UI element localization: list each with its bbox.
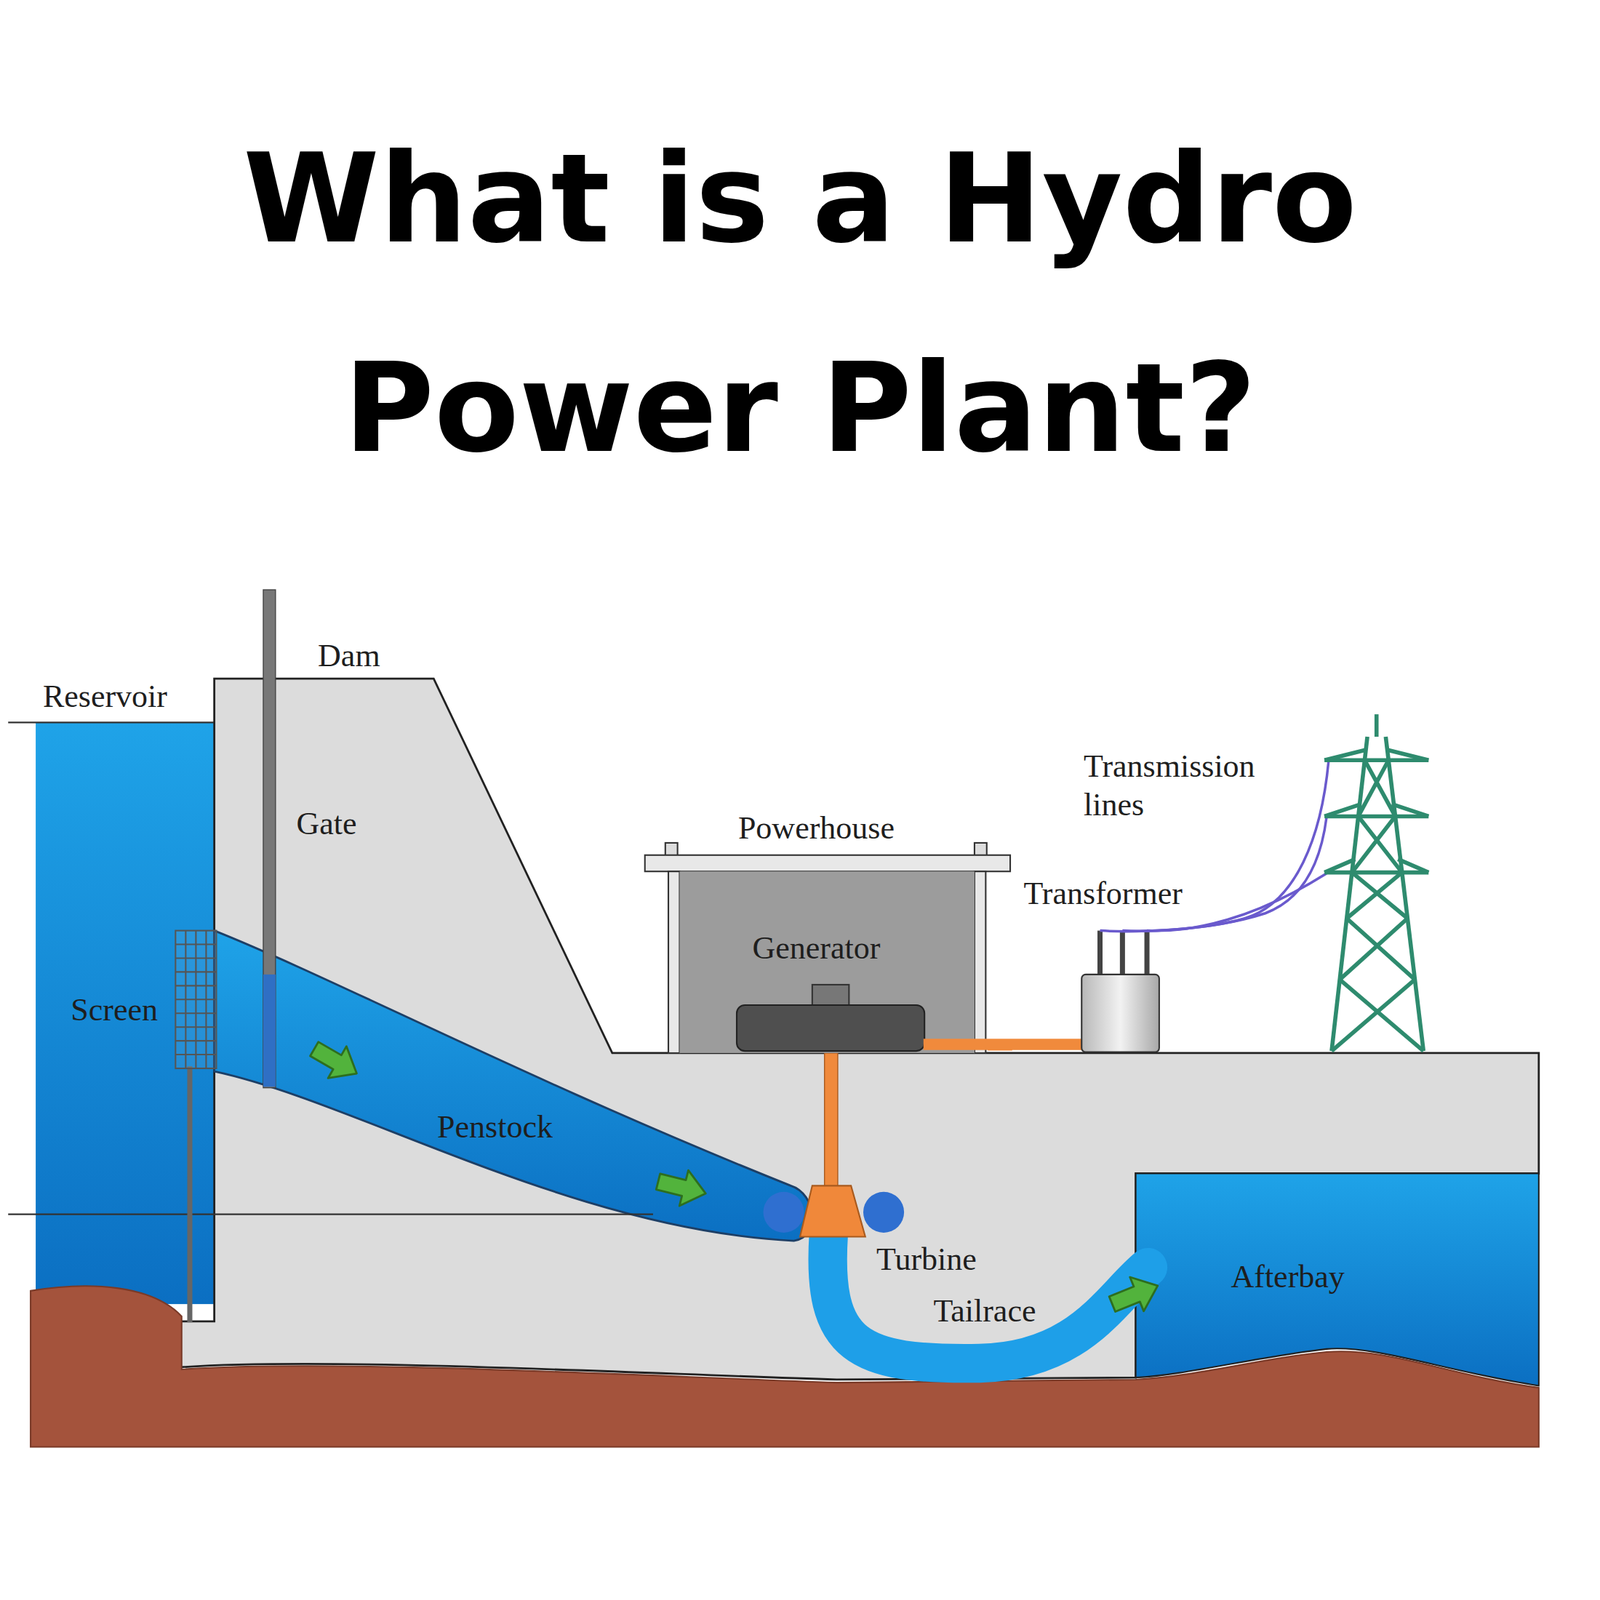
screen-grid: [175, 998, 216, 1000]
node-heading: Powerhouse: [738, 809, 895, 848]
screen-grid: [175, 1040, 216, 1042]
transmission-tower: [1385, 736, 1424, 1051]
transmission-tower: [1364, 760, 1395, 816]
flow-arrow: [653, 1163, 711, 1211]
gate-blade: [263, 974, 276, 1087]
dam-structure: [178, 678, 1539, 1380]
part-label: Gate: [296, 805, 357, 844]
flow-arrow: [305, 1032, 367, 1089]
transmission-tower: [1324, 814, 1429, 819]
ground: [30, 1285, 1539, 1447]
transmission-tower: [1324, 858, 1355, 872]
part-label: Tailrace: [933, 1292, 1036, 1331]
part-label: Dam: [317, 637, 381, 676]
transformer-bushing: [1144, 930, 1150, 976]
screen-grid: [175, 1026, 216, 1028]
screen-pole: [186, 1066, 192, 1323]
node-label: Transformer: [1024, 874, 1183, 914]
transmission-wire: [1122, 817, 1327, 931]
turbine-blade: [762, 1192, 804, 1233]
datum-line: [8, 1213, 654, 1216]
turbine-shaft: [824, 1053, 838, 1191]
screen-grid: [175, 930, 216, 1069]
water-level-line: [8, 721, 216, 723]
gate-rod: [263, 589, 276, 1088]
transmission-tower: [1331, 736, 1368, 1051]
transmission-tower: [1374, 714, 1379, 737]
power-cable-connector: [987, 1044, 1013, 1046]
powerhouse-interior: [679, 871, 974, 1054]
power-cable: [923, 1038, 1084, 1050]
flow-arrow: [1105, 1268, 1165, 1321]
transmission-tower: [1346, 872, 1403, 919]
component-node: Transformer: [1012, 869, 1195, 1054]
node-label: Generator: [752, 929, 880, 968]
transformer-bushing: [1120, 930, 1126, 976]
powerhouse-roof: [645, 855, 1011, 872]
screen-grid: [175, 984, 216, 987]
screen-grid: [175, 957, 216, 959]
power-cable-connector: [987, 1039, 1013, 1051]
transmission-tower: [1358, 760, 1390, 816]
transmission-tower: [1339, 918, 1408, 980]
transmission-tower: [1324, 804, 1362, 817]
powerhouse-wall: [668, 871, 680, 1054]
generator-hub: [812, 984, 850, 1008]
component-node: PowerhouseGenerator: [645, 802, 988, 1054]
transmission-tower: [1324, 870, 1429, 875]
screen-grid: [175, 943, 216, 945]
part-label: Screen: [70, 991, 158, 1030]
transmission-tower: [1339, 979, 1424, 1051]
screen-grid: [175, 1053, 216, 1056]
screen-grid: [175, 1012, 216, 1014]
transmission-tower: [1324, 714, 1429, 1051]
turbine-runner: [800, 1185, 866, 1237]
transformer-tank: [1081, 974, 1160, 1053]
screen-grid: [175, 970, 216, 973]
generator-disc: [736, 1005, 925, 1051]
part-label: Turbine: [876, 1240, 977, 1280]
part-label: Transmission lines: [1083, 747, 1294, 825]
transformer-bushing: [1097, 930, 1103, 976]
transmission-tower: [1352, 816, 1396, 872]
title: What is a Hydro Power Plant?: [72, 93, 1528, 513]
part-label: Afterbay: [1230, 1258, 1344, 1297]
transmission-tower: [1387, 749, 1429, 760]
turbine-blade: [863, 1192, 904, 1233]
transmission-tower: [1324, 757, 1429, 763]
part-label: Penstock: [437, 1108, 553, 1147]
transmission-tower: [1324, 749, 1366, 760]
part-label: Reservoir: [42, 677, 168, 717]
transmission-tower: [1346, 918, 1416, 980]
transmission-tower: [1352, 872, 1408, 919]
screen-grid: [175, 930, 216, 1069]
powerhouse-wall: [974, 871, 986, 1054]
tailrace-channel: [827, 1234, 1148, 1364]
transmission-tower: [1392, 804, 1430, 817]
transmission-tower: [1358, 816, 1403, 872]
transmission-tower: [1331, 979, 1415, 1051]
